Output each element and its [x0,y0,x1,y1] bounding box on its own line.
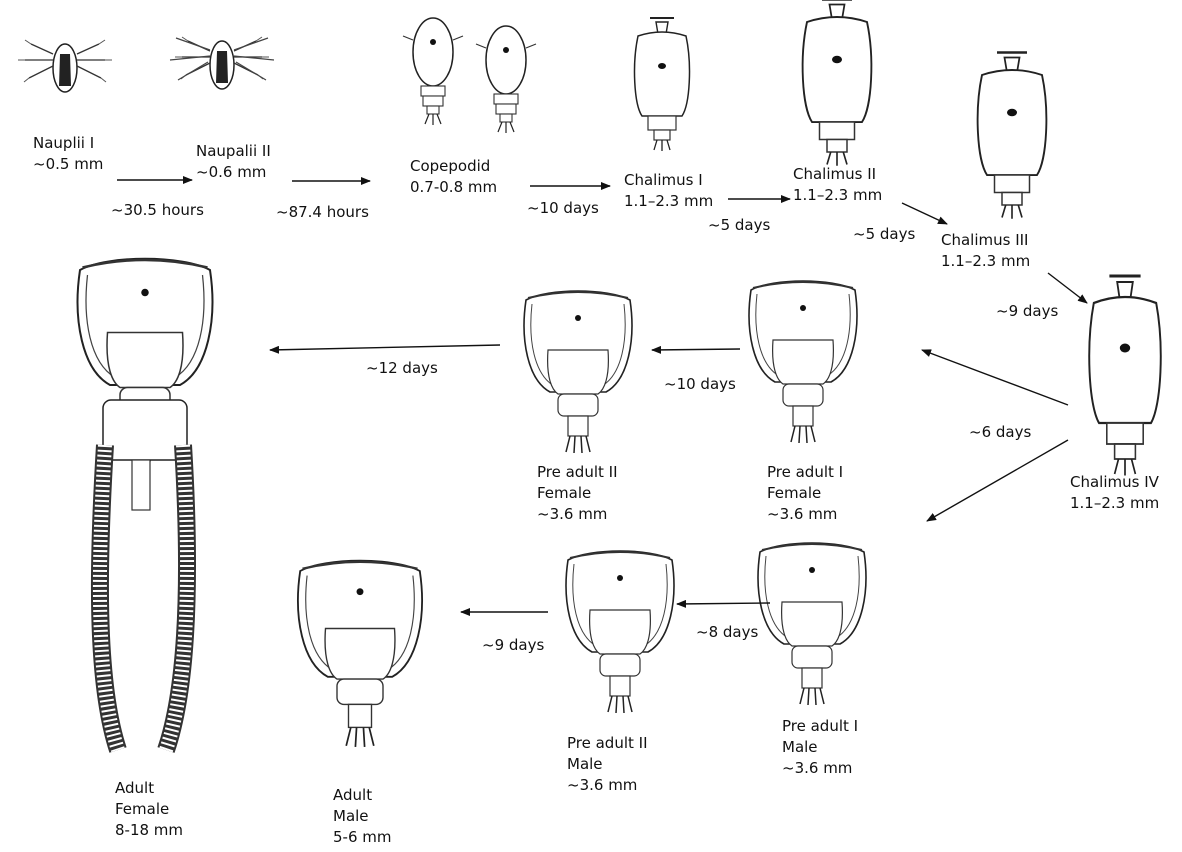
duration-pa1f-to-pa2f: ~10 days [664,375,736,393]
duration-n2-to-copepodid: ~87.4 hours [276,203,369,221]
arrow-c4-to-pa1-female [922,350,1068,405]
stage-size: ~3.6 mm [782,758,858,779]
duration-copepodid-to-c1: ~10 days [527,199,599,217]
stage-name: Nauplii I [33,133,103,154]
stage-sex: Male [333,806,392,827]
label-chalimus-3: Chalimus III 1.1–2.3 mm [941,230,1030,272]
stage-size: 1.1–2.3 mm [624,191,713,212]
arrow-pa1f-to-pa2f [652,349,740,350]
stage-size: 0.7-0.8 mm [410,177,497,198]
label-pre-adult-2-male: Pre adult II Male ~3.6 mm [567,733,648,796]
stage-name: Pre adult I [782,716,858,737]
arrow-c3-to-c4 [1048,273,1087,303]
stage-size: ~3.6 mm [767,504,843,525]
stage-name: Pre adult II [567,733,648,754]
stage-sex: Female [115,799,183,820]
stage-name: Naupalii II [196,141,271,162]
chalimus-4-illustration [1089,276,1160,476]
adult-male-illustration [298,561,422,747]
stage-size: ~3.6 mm [567,775,648,796]
stage-size: 8-18 mm [115,820,183,841]
stage-name: Pre adult II [537,462,618,483]
duration-c4-to-pre-adult-1: ~6 days [969,423,1031,441]
duration-n1-to-n2: ~30.5 hours [111,201,204,219]
nauplius-2-illustration [170,37,274,89]
chalimus-3-illustration [978,53,1047,219]
chalimus-1-illustration [635,18,690,151]
stage-name: Chalimus III [941,230,1030,251]
duration-pa2m-to-adult-male: ~9 days [482,636,544,654]
label-adult-male: Adult Male 5-6 mm [333,785,392,848]
stage-size: ~3.6 mm [537,504,618,525]
stage-size: 1.1–2.3 mm [793,185,882,206]
arrow-c2-to-c3 [902,203,947,224]
label-pre-adult-1-male: Pre adult I Male ~3.6 mm [782,716,858,779]
label-copepodid: Copepodid 0.7-0.8 mm [410,156,497,198]
duration-c1-to-c2: ~5 days [708,216,770,234]
stage-sex: Female [767,483,843,504]
arrow-pa2f-to-adult-female [270,345,500,350]
label-nauplii-2: Naupalii II ~0.6 mm [196,141,271,183]
label-chalimus-1: Chalimus I 1.1–2.3 mm [624,170,713,212]
copepodid-illustration-1 [403,18,463,125]
stage-size: ~0.5 mm [33,154,103,175]
stage-size: ~0.6 mm [196,162,271,183]
stage-name: Adult [333,785,392,806]
nauplius-1-illustration [18,40,112,92]
label-nauplii-1: Nauplii I ~0.5 mm [33,133,103,175]
adult-female-illustration [78,259,213,750]
stage-sex: Male [782,737,858,758]
label-adult-female: Adult Female 8-18 mm [115,778,183,841]
label-pre-adult-1-female: Pre adult I Female ~3.6 mm [767,462,843,525]
pre-adult-2-female-illustration [524,291,632,453]
duration-pa1m-to-pa2m: ~8 days [696,623,758,641]
label-pre-adult-2-female: Pre adult II Female ~3.6 mm [537,462,618,525]
stage-name: Chalimus I [624,170,713,191]
duration-pa2f-to-adult-female: ~12 days [366,359,438,377]
copepodid-illustration-2 [476,26,536,133]
arrow-pa1m-to-pa2m [677,603,770,604]
label-chalimus-2: Chalimus II 1.1–2.3 mm [793,164,882,206]
stage-sex: Male [567,754,648,775]
stage-name: Copepodid [410,156,497,177]
stage-size: 1.1–2.3 mm [941,251,1030,272]
chalimus-2-illustration [803,0,872,166]
arrow-c4-to-pa1-male [927,440,1068,521]
stage-name: Chalimus IV [1070,472,1159,493]
stage-name: Pre adult I [767,462,843,483]
pre-adult-1-female-illustration [749,281,857,443]
pre-adult-2-male-illustration [566,551,674,713]
stage-size: 1.1–2.3 mm [1070,493,1159,514]
stage-size: 5-6 mm [333,827,392,848]
duration-c3-to-c4: ~9 days [996,302,1058,320]
duration-c2-to-c3: ~5 days [853,225,915,243]
pre-adult-1-male-illustration [758,543,866,705]
stage-name: Chalimus II [793,164,882,185]
stage-sex: Female [537,483,618,504]
stage-name: Adult [115,778,183,799]
label-chalimus-4: Chalimus IV 1.1–2.3 mm [1070,472,1159,514]
